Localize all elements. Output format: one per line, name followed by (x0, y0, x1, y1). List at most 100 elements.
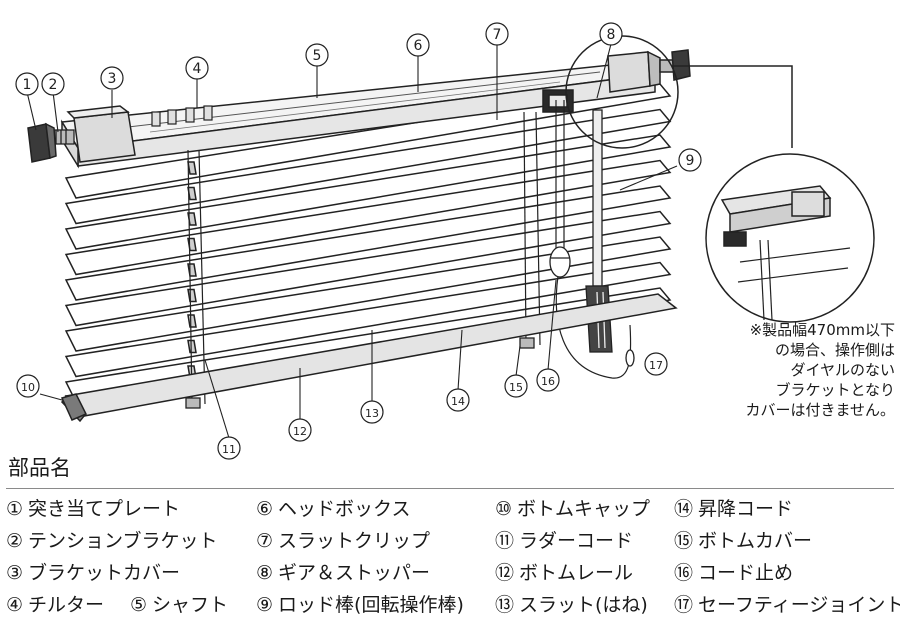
safety-joint (625, 349, 635, 367)
part-name: ボトムレール (519, 562, 634, 584)
part-number: ⑭ (674, 498, 694, 520)
part-name: ボトムカバー (698, 530, 813, 552)
part-number: ⑧ (256, 562, 274, 584)
part-number: ⑨ (256, 594, 274, 616)
note-box: ※製品幅470mm以下 の場合、操作側は ダイヤルのない ブラケットとなり カバ… (700, 320, 895, 420)
part-name: コード止め (698, 562, 794, 584)
part-name: シャフト (152, 594, 229, 616)
callout-number: 3 (108, 71, 117, 87)
ladder-cords (187, 111, 541, 405)
slat (64, 134, 672, 250)
inset-detail (705, 153, 875, 323)
part-number: ⑩ (495, 498, 513, 520)
callout-leaders (26, 43, 678, 439)
part-number: ⑮ (674, 530, 694, 552)
tilter (151, 105, 213, 127)
part-number: ⑥ (256, 498, 274, 520)
part-name: スラット(はね) (519, 594, 648, 616)
part-number: ⑫ (495, 562, 515, 584)
slat (64, 261, 672, 378)
callout-number: 8 (607, 27, 616, 43)
part-name: ブラケットカバー (28, 562, 181, 584)
part-name: スラットクリップ (278, 530, 431, 552)
slat (64, 210, 672, 327)
callout-marker (15, 72, 39, 96)
callout-marker (446, 388, 470, 412)
bracket-cover-right (607, 50, 661, 93)
part-number: ② (6, 530, 24, 552)
callout-marker (536, 368, 560, 392)
callout-number: 6 (414, 38, 423, 54)
parts-title: 部品名 (8, 456, 71, 480)
callout-marker (288, 418, 312, 442)
slat-clip (187, 161, 197, 175)
callout-number: 2 (49, 77, 58, 93)
callout-marker (305, 43, 329, 67)
slat (64, 185, 672, 301)
callout-marker (599, 22, 623, 46)
note-line: ダイヤルのない (790, 361, 895, 379)
part-number: ⑰ (674, 594, 694, 616)
callout-marker (185, 56, 209, 80)
callout-marker (360, 400, 384, 424)
part-number: ④ (6, 594, 24, 616)
callout-number: 4 (193, 61, 202, 77)
callout-number: 7 (493, 27, 502, 43)
callout-number: 5 (313, 48, 322, 64)
callout-marker (504, 374, 528, 398)
part-name: ヘッドボックス (278, 498, 411, 520)
callout-number: 14 (451, 395, 465, 408)
note-line: ブラケットとなり (775, 381, 895, 399)
callout-marker (217, 436, 241, 460)
callout-number: 17 (649, 359, 663, 372)
part-number: ③ (6, 562, 24, 584)
end-plate (27, 122, 57, 163)
part-number: ① (6, 498, 24, 520)
slat-clip (187, 288, 197, 303)
note-line: ※製品幅470mm以下 (749, 321, 895, 339)
bottom-cap (60, 393, 88, 421)
bottom-cover (185, 337, 535, 409)
part-number: ⑪ (495, 530, 515, 552)
callout-marker (644, 352, 668, 376)
callout-number: 12 (293, 425, 307, 438)
part-number: ⑯ (674, 562, 694, 584)
callout-marker (16, 374, 40, 398)
callout-marker (485, 22, 509, 46)
callout-number: 11 (222, 443, 236, 456)
part-name: セーフティージョイント (698, 594, 900, 616)
slats (64, 83, 672, 403)
part-name: ボトムキャップ (517, 498, 651, 520)
callout-marker (678, 148, 702, 172)
callout-marker (41, 72, 65, 96)
slat (64, 159, 672, 276)
part-name: ラダーコード (519, 530, 634, 552)
note-line: カバーは付きません。 (745, 401, 895, 419)
callout-number: 13 (365, 407, 379, 420)
callout-number: 16 (541, 375, 555, 388)
cord-stopper (549, 246, 571, 278)
bracket-cover (66, 105, 136, 163)
callout-marker (406, 33, 430, 57)
part-name: ロッド棒(回転操作棒) (278, 594, 464, 616)
part-name: 突き当てプレート (28, 498, 181, 520)
